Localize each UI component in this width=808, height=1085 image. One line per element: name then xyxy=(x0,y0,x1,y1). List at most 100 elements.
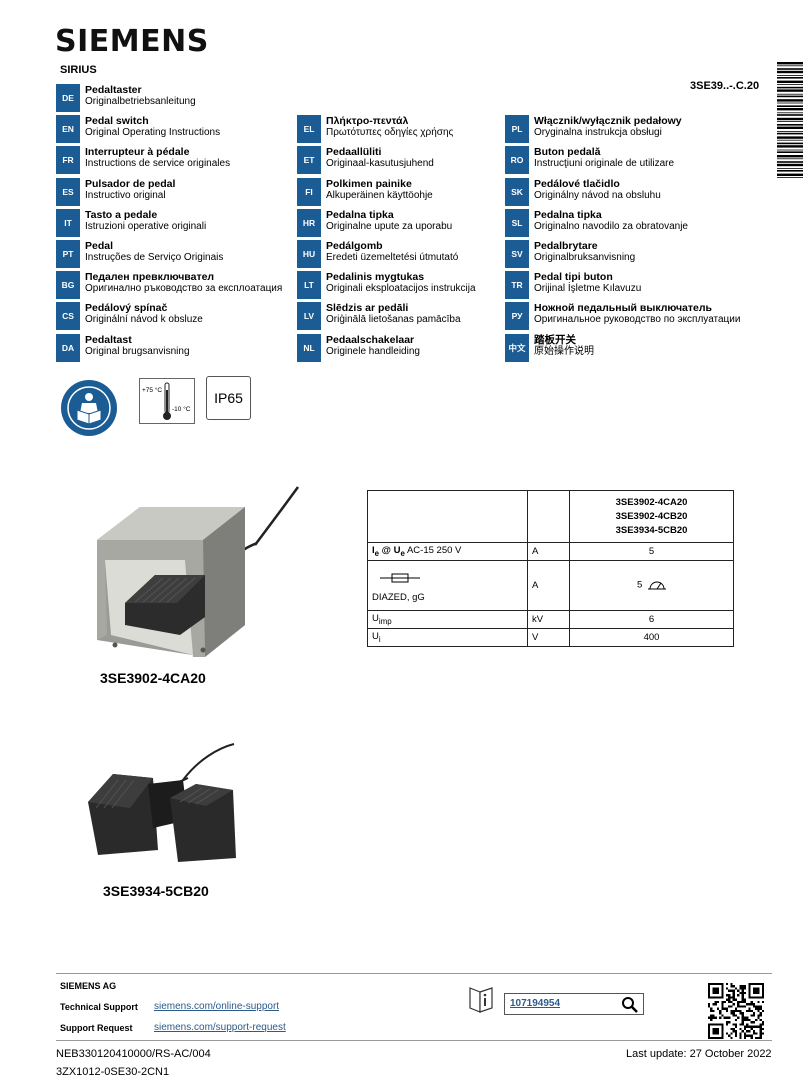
technical-data-table: 3SE3902-4CA20 3SE3902-4CB20 3SE3934-5CB2… xyxy=(367,490,734,647)
temp-low-label: -10 °C xyxy=(172,406,191,413)
language-title: Pedálový spínač xyxy=(85,302,168,315)
language-code-badge: DA xyxy=(56,333,80,362)
model-header-3: 3SE3934-5CB20 xyxy=(615,524,688,536)
language-code-badge: LV xyxy=(297,302,321,331)
language-title: Pedal tipi buton xyxy=(534,271,613,284)
table-row: Ie @ Ue AC-15 250 V A 5 xyxy=(367,542,734,561)
last-update: Last update: 27 October 2022 xyxy=(626,1048,772,1060)
product-label-5cb20: 3SE3934-5CB20 xyxy=(103,883,209,899)
language-title: Pedaltast xyxy=(85,333,132,346)
language-title: Pedálgomb xyxy=(326,240,383,252)
language-code-badge: FR xyxy=(56,146,80,175)
model-header-2: 3SE3902-4CB20 xyxy=(615,510,688,522)
language-code-badge: HR xyxy=(297,208,321,237)
language-subtitle: Instrucţiuni originale de utilizare xyxy=(534,158,675,170)
language-title: 踏板开关 xyxy=(534,333,576,346)
language-title: Педален превключвател xyxy=(85,271,215,284)
language-title: Pedalna tipka xyxy=(534,208,602,221)
fuse-type: DIAZED, gG xyxy=(372,591,425,603)
barcode xyxy=(777,62,803,178)
company-name: SIEMENS AG xyxy=(60,981,117,991)
fuse-param: DIAZED, gG xyxy=(367,559,528,611)
support-request-link[interactable]: siemens.com/support-request xyxy=(154,1022,286,1033)
slow-blow-icon xyxy=(647,581,666,590)
language-subtitle: Πρωτότυπες οδηγίες χρήσης xyxy=(326,127,454,139)
pedal-switch-5cb20-image xyxy=(88,743,236,862)
unit-cell: A xyxy=(527,559,570,611)
language-code-badge: PL xyxy=(505,115,529,144)
language-title: Pedal switch xyxy=(85,115,149,128)
language-subtitle: Alkuperäinen käyttöohje xyxy=(326,189,433,201)
language-code-badge: PT xyxy=(56,240,80,268)
language-code-badge: DE xyxy=(56,84,80,112)
language-subtitle: Originali eksploatacijos instrukcija xyxy=(326,283,476,295)
language-code-badge: RO xyxy=(505,146,529,175)
part-number: 3SE39..-.C.20 xyxy=(690,80,760,92)
footer-support-box: SIEMENS AG Technical Support siemens.com… xyxy=(56,973,772,1041)
language-title: Interrupteur à pédale xyxy=(85,146,190,159)
read-manual-icon xyxy=(61,380,117,436)
language-subtitle: Originalbetriebsanleitung xyxy=(85,96,196,107)
language-title: Pedaltaster xyxy=(85,84,142,96)
language-code-badge: EN xyxy=(56,115,80,144)
language-code-badge: 中文 xyxy=(505,333,529,362)
unit-cell: kV xyxy=(527,609,570,629)
unit-cell: V xyxy=(527,627,570,647)
language-code-badge: SK xyxy=(505,177,529,206)
temperature-range-symbol: +75 °C -10 °C xyxy=(139,378,195,424)
value-cell: 5 xyxy=(569,542,734,561)
language-subtitle: Originele handleiding xyxy=(326,345,420,357)
language-code-badge: FI xyxy=(297,177,321,206)
language-title: Pedalna tipka xyxy=(326,208,394,221)
language-title: Pedaallüliti xyxy=(326,146,382,159)
language-subtitle: 原始操作说明 xyxy=(534,345,594,357)
language-subtitle: Originálny návod na obsluhu xyxy=(534,189,661,201)
search-icon[interactable] xyxy=(621,996,639,1014)
table-row: Uimp kV 6 xyxy=(367,609,734,629)
language-entry: 中文踏板开关原始操作说明 xyxy=(505,333,594,362)
language-subtitle: Originaal-kasutusjuhend xyxy=(326,158,434,170)
value-cell: 6 xyxy=(569,609,734,629)
language-subtitle: Oriģinālā lietošanas pamācība xyxy=(326,314,461,326)
language-code-badge: TR xyxy=(505,271,529,300)
pedal-switch-4ca20-image xyxy=(97,486,300,657)
language-title: Pedálové tlačidlo xyxy=(534,177,620,190)
language-subtitle: Eredeti üzemeltetési útmutató xyxy=(326,252,459,263)
language-subtitle: Originalbruksanvisning xyxy=(534,252,636,263)
language-code-badge: EL xyxy=(297,115,321,144)
table-row: Ui V 400 xyxy=(367,627,734,647)
rated-current-param: Ie @ Ue AC-15 250 V xyxy=(367,542,528,561)
language-subtitle: Originalne upute za uporabu xyxy=(326,220,453,232)
language-subtitle: Original brugsanvisning xyxy=(85,345,190,357)
language-title: Pedaalschakelaar xyxy=(326,333,415,346)
language-subtitle: Originální návod k obsluze xyxy=(85,314,203,326)
language-title: Πλήκτρο-πεντάλ xyxy=(326,115,409,128)
support-search-box[interactable]: 107194954 xyxy=(504,993,644,1015)
language-code-badge: SL xyxy=(505,208,529,237)
language-code-badge: NL xyxy=(297,333,321,362)
language-code-badge: ES xyxy=(56,177,80,206)
online-support-link[interactable]: siemens.com/online-support xyxy=(154,1001,280,1012)
article-id[interactable]: 107194954 xyxy=(510,998,561,1009)
insulation-voltage-param: Ui xyxy=(367,627,528,647)
language-title: Ножной педальный выключатель xyxy=(534,302,713,315)
unit-cell: A xyxy=(527,542,570,561)
language-subtitle: Original Operating Instructions xyxy=(85,127,221,139)
language-title: Tasto a pedale xyxy=(85,208,158,221)
product-series: SIRIUS xyxy=(60,64,97,76)
temp-high-label: +75 °C xyxy=(142,387,163,394)
